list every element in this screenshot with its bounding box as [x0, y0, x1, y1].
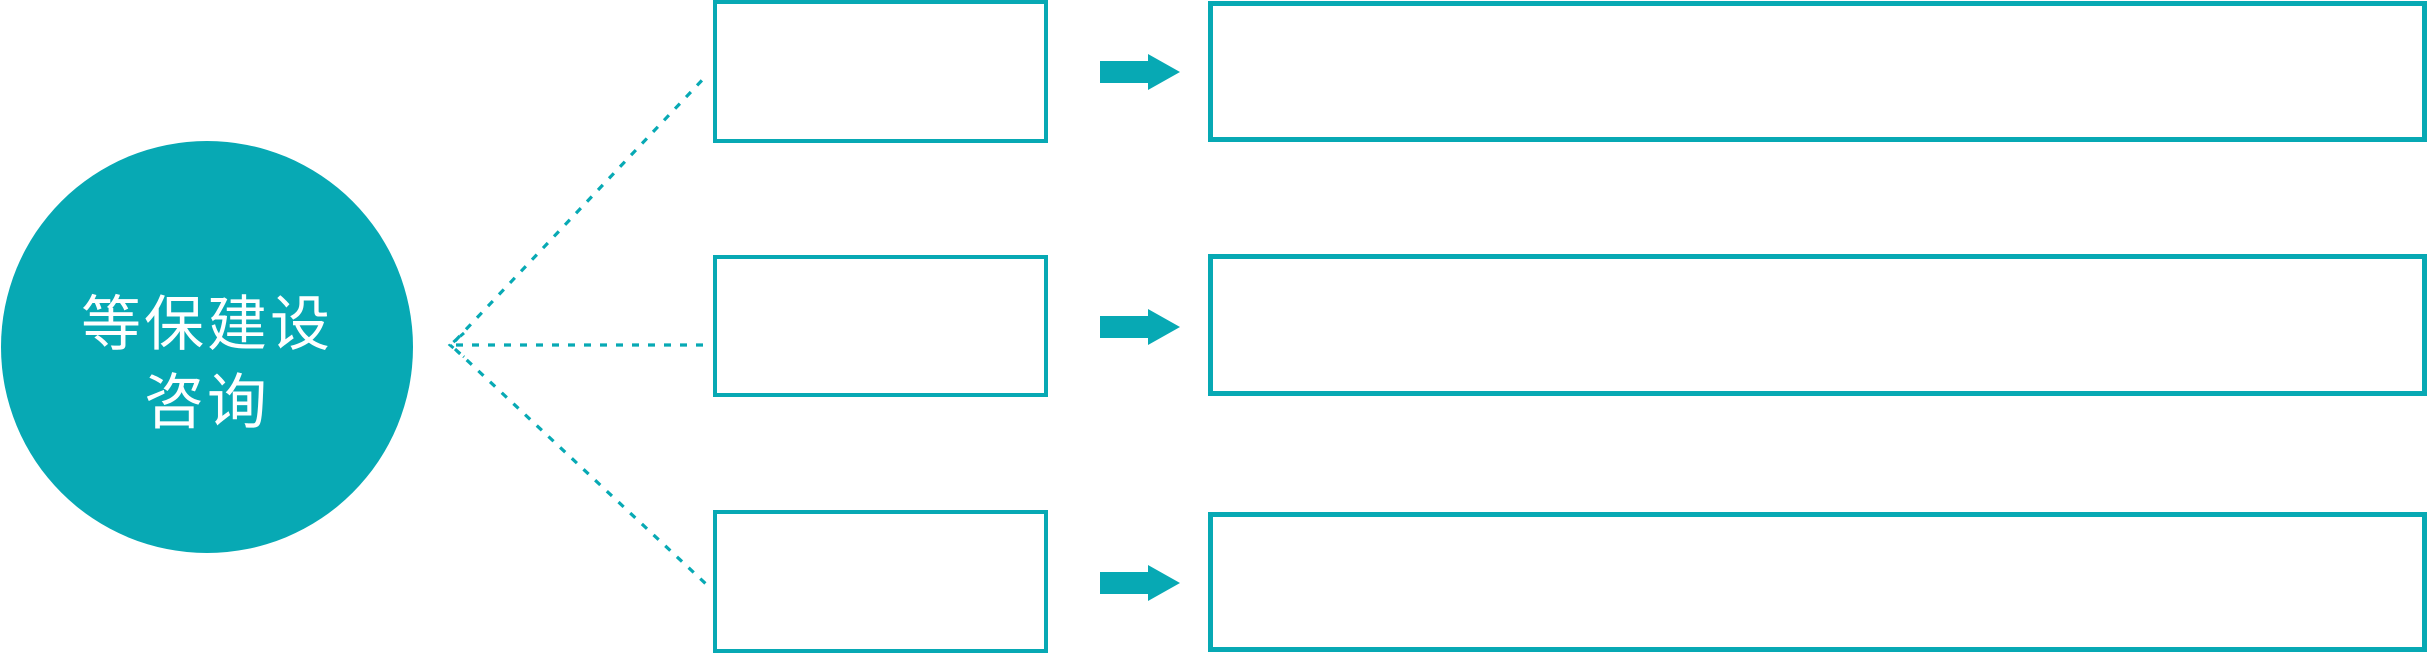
detail-box-2	[1208, 254, 2427, 396]
dotted-arrowhead-icon	[447, 331, 465, 359]
category-box-2	[713, 255, 1048, 397]
arrow-right-icon	[1100, 54, 1180, 90]
arrow-right-icon	[1100, 309, 1180, 345]
category-box-1	[713, 0, 1048, 143]
connector-line-top	[453, 74, 708, 343]
detail-box-3	[1208, 512, 2427, 652]
connector-line-bottom	[453, 347, 708, 586]
detail-box-1	[1208, 1, 2427, 142]
circle-label-line2: 咨询	[144, 369, 270, 436]
topic-circle: 等保建设 咨询	[1, 141, 413, 553]
circle-label-line1: 等保建设	[81, 291, 333, 358]
arrow-right-icon	[1100, 565, 1180, 601]
category-box-3	[713, 510, 1048, 653]
